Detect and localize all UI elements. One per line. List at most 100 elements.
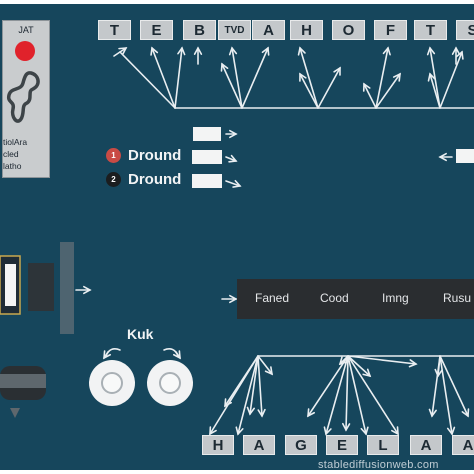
wire-arrow bbox=[347, 355, 417, 365]
arrow-head bbox=[307, 408, 315, 418]
right-disc bbox=[147, 360, 193, 406]
wire-arrow bbox=[231, 47, 243, 109]
top-letter-box: A bbox=[252, 20, 285, 40]
signal-2-output-box bbox=[192, 174, 222, 188]
signal-1-output-box bbox=[192, 150, 222, 164]
roller-down-arrow bbox=[10, 408, 20, 418]
arrow-head bbox=[103, 350, 111, 360]
top-letter-box: S bbox=[456, 20, 474, 40]
top-letter-box: E bbox=[140, 20, 173, 40]
wire-arrow bbox=[317, 67, 341, 109]
arrow-head bbox=[323, 426, 332, 436]
arrow-head bbox=[150, 46, 159, 56]
output-box-top bbox=[193, 127, 221, 141]
info-panel-line: tiolAra bbox=[3, 137, 28, 147]
arrow-head bbox=[224, 398, 232, 408]
left-rail bbox=[60, 242, 74, 334]
kuk-label: Kuk bbox=[127, 326, 154, 342]
arrow-head bbox=[333, 66, 341, 76]
top-letter-box: F bbox=[374, 20, 407, 40]
arrow-head bbox=[209, 426, 217, 436]
input-box-right bbox=[456, 149, 474, 163]
left-module-block bbox=[28, 263, 54, 311]
arrow-head bbox=[297, 46, 306, 56]
arrow-head bbox=[382, 46, 391, 56]
top-letter-box: TVD bbox=[218, 20, 251, 40]
arrow-head bbox=[173, 350, 181, 360]
wire-arrow bbox=[325, 355, 349, 435]
wire-arrow bbox=[299, 73, 319, 109]
arrow-head bbox=[299, 72, 307, 82]
bottom-letter-box: L bbox=[367, 435, 399, 455]
wire-arrow bbox=[307, 355, 349, 417]
bottom-letter-box: A bbox=[243, 435, 275, 455]
arrow-head bbox=[428, 408, 437, 418]
arrow-head bbox=[338, 356, 348, 366]
left-disc bbox=[89, 360, 135, 406]
wire-arrow bbox=[241, 47, 269, 109]
wire-arrow bbox=[249, 355, 259, 415]
step-label: Cood bbox=[320, 291, 349, 305]
info-panel: JAT tiolAra cled latho bbox=[2, 20, 50, 178]
arrow-head bbox=[177, 46, 186, 56]
arrow-head bbox=[220, 62, 229, 72]
signal-2-label: Dround bbox=[128, 171, 182, 188]
wire-arrow bbox=[439, 355, 469, 417]
top-letter-box: O bbox=[332, 20, 365, 40]
top-letter-box: B bbox=[183, 20, 216, 40]
wire-arrow bbox=[429, 73, 441, 109]
top-wire bbox=[119, 51, 176, 109]
signal-1-label: Dround bbox=[128, 147, 182, 164]
process-step-bar: Faned Cood Imng Rusu bbox=[237, 279, 474, 319]
arrow-head bbox=[257, 408, 266, 418]
wire-network bbox=[75, 46, 474, 436]
track-outline-icon bbox=[6, 71, 40, 123]
step-label: Imng bbox=[382, 291, 409, 305]
signal-2-badge: 2 bbox=[106, 172, 121, 187]
wire-arrow bbox=[299, 47, 319, 109]
wire-arrow bbox=[437, 355, 441, 377]
arrow-head bbox=[426, 46, 436, 56]
arrow-head bbox=[261, 46, 270, 56]
arrow-head bbox=[392, 72, 401, 82]
arrow-head bbox=[446, 426, 456, 436]
info-panel-line: latho bbox=[3, 161, 22, 171]
bottom-letter-box: A bbox=[410, 435, 442, 455]
wire-arrow bbox=[221, 63, 243, 109]
wire-arrow bbox=[363, 83, 377, 109]
bottom-letter-box: A bbox=[452, 435, 474, 455]
wire-arrow bbox=[174, 47, 183, 109]
wire-arrow bbox=[151, 47, 176, 109]
bottom-letter-box: E bbox=[326, 435, 358, 455]
info-panel-line: cled bbox=[3, 149, 19, 159]
arrow-head bbox=[434, 368, 443, 378]
info-panel-title: JAT bbox=[18, 25, 34, 35]
wire-arrow bbox=[375, 73, 401, 109]
step-label: Faned bbox=[255, 291, 290, 305]
arrow-head bbox=[362, 368, 372, 378]
top-letter-box: T bbox=[98, 20, 131, 40]
arrow-head bbox=[391, 426, 399, 436]
arrow-head bbox=[362, 82, 371, 92]
wire-arrow bbox=[339, 355, 349, 365]
arrow-head bbox=[342, 422, 351, 432]
arrow-head bbox=[229, 294, 238, 304]
left-connector-plate bbox=[5, 264, 16, 306]
wire-arrow bbox=[439, 51, 463, 109]
bottom-letter-box: G bbox=[285, 435, 317, 455]
arrow-head bbox=[408, 359, 418, 368]
wire-arrow bbox=[237, 355, 259, 435]
arrow-head bbox=[438, 152, 447, 162]
arrow-head bbox=[246, 406, 255, 416]
output-arrow bbox=[225, 156, 237, 162]
arrow-head bbox=[264, 366, 274, 376]
wire-arrow bbox=[375, 47, 389, 109]
wire-layer bbox=[0, 46, 474, 436]
wire-arrow bbox=[439, 355, 453, 435]
top-letter-box: H bbox=[290, 20, 323, 40]
wire-arrow bbox=[257, 355, 263, 417]
arrow-head bbox=[451, 46, 461, 55]
arrow-head bbox=[83, 285, 92, 295]
top-letter-box: T bbox=[414, 20, 447, 40]
